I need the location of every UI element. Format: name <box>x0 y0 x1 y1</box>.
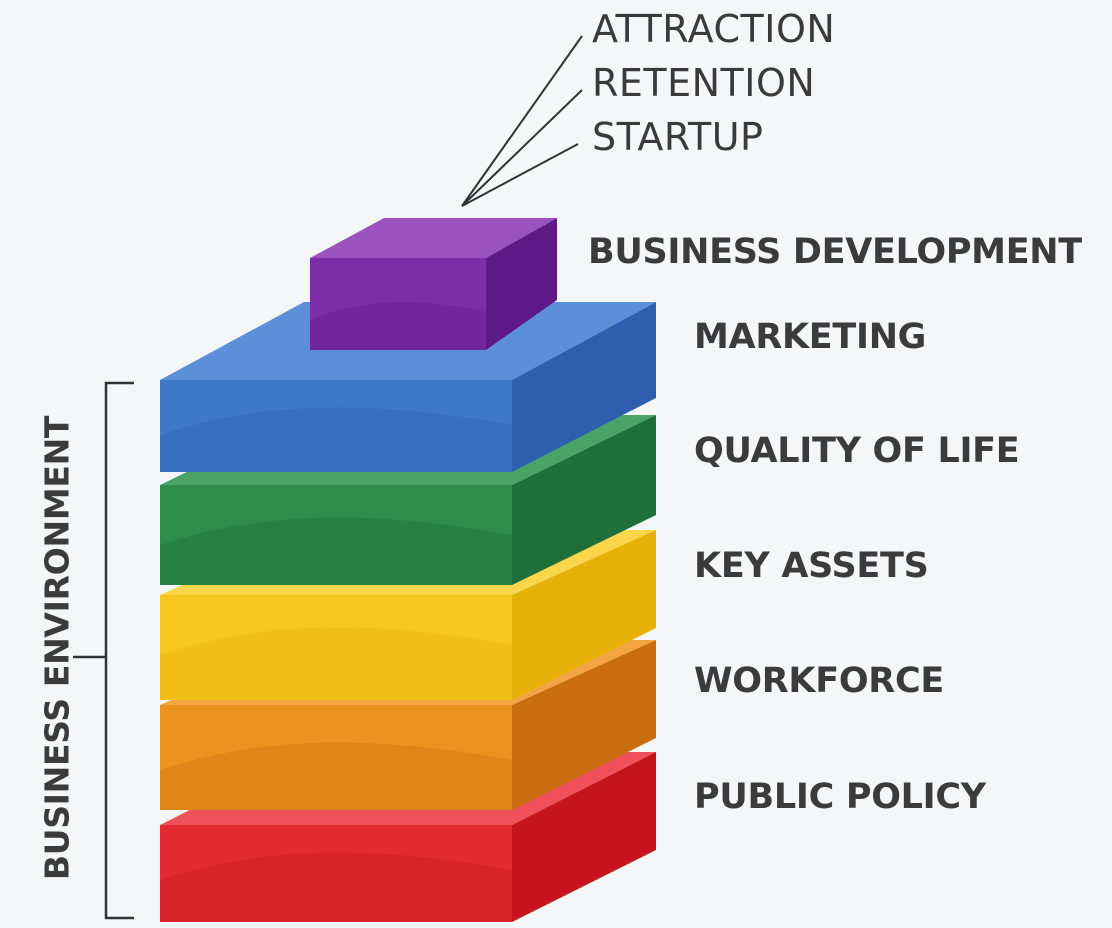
environment-bracket <box>73 381 134 920</box>
callout-lines <box>461 35 583 207</box>
label-workforce: WORKFORCE <box>694 661 944 701</box>
label-business-development: BUSINESS DEVELOPMENT <box>588 232 1082 272</box>
label-public-policy: PUBLIC POLICY <box>694 777 986 817</box>
layer-marketing <box>160 302 656 472</box>
layer-business-development <box>310 218 557 350</box>
business-environment-label: BUSINESS ENVIRONMENT <box>37 415 77 881</box>
label-key-assets: KEY ASSETS <box>694 546 929 586</box>
label-quality-of-life: QUALITY OF LIFE <box>694 431 1020 471</box>
label-marketing: MARKETING <box>694 317 927 357</box>
callout-startup: STARTUP <box>592 115 764 159</box>
callout-retention: RETENTION <box>592 61 816 105</box>
callout-attraction: ATTRACTION <box>592 7 836 51</box>
